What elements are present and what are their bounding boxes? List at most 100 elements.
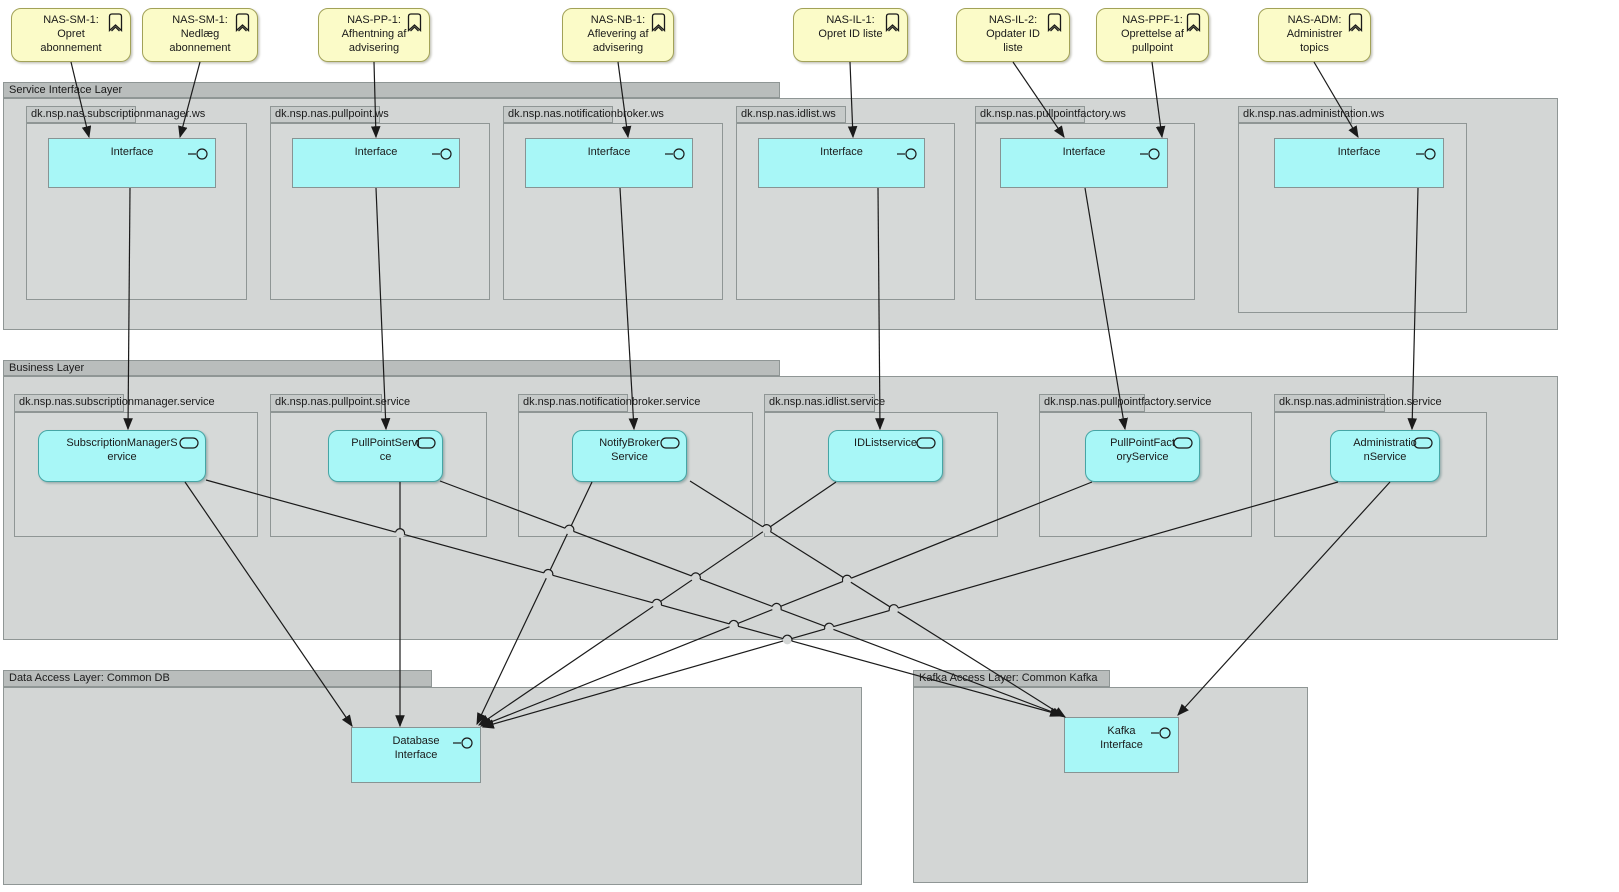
provided-interface-icon [1416,148,1436,160]
node-label-line: PullPointFact [1110,437,1175,449]
node-label-line: SubscriptionManagerS [66,437,178,449]
node-label-line: Service [611,451,648,463]
node-label-line: ce [379,451,392,463]
node-label-line: IDListservice [854,437,917,449]
provided-interface-icon [1140,148,1160,160]
interface-pullpointfactory-ws: Interface [1000,138,1168,188]
node-label-line: advisering [592,42,644,54]
service-icon [416,437,436,449]
kafka-access-layer-title-bar: Kafka Access Layer: Common Kafka [913,670,1110,687]
node-label-line: advisering [348,42,400,54]
pkg-administration-service-tab [1274,394,1385,412]
node-label-line: abonnement [40,42,102,54]
usecase-nas-ppf-1: NAS-PPF-1: Oprettelse af pullpoint [1096,8,1209,62]
service-idlist: IDListservice [828,430,943,482]
node-label-line: NAS-PPF-1: [1122,14,1183,26]
node-label-line: Administrer [1286,28,1343,40]
node-label-line: Opret [57,28,85,40]
bookmark-icon [885,13,900,32]
service-interface-layer-title-bar: Service Interface Layer [3,82,780,98]
pkg-idlist-service-tab [764,394,875,412]
node-label-line: oryService [1116,451,1169,463]
interface-pullpoint-ws: Interface [292,138,460,188]
provided-interface-icon [1151,727,1171,739]
service-administration: Administratio nService [1330,430,1440,482]
node-label-line: Interface [1337,146,1381,158]
interface-idlist-ws: Interface [758,138,925,188]
node-label-line: NAS-ADM: [1287,14,1342,26]
pkg-administration-ws-label: dk.nsp.nas.administration.ws [1243,108,1385,120]
pkg-subscriptionmanager-service-tab [14,394,124,412]
bookmark-icon [651,13,666,32]
node-label-line: NAS-SM-1: [43,14,99,26]
node-label-line: liste [1003,42,1023,54]
service-icon [1173,437,1193,449]
business-layer-title-bar: Business Layer [3,360,780,376]
node-label-line: abonnement [169,42,231,54]
interface-subscriptionmanager-ws: Interface [48,138,216,188]
node-label-line: Interface [354,146,398,158]
service-icon [1413,437,1433,449]
bookmark-icon [235,13,250,32]
node-label-line: Administratio [1353,437,1417,449]
service-icon [179,437,199,449]
provided-interface-icon [453,737,473,749]
node-label-line: nService [1363,451,1407,463]
node-label-line: Aflevering af [587,28,649,40]
node-label-line: Nedlæg [180,28,220,40]
node-label-line: Interface [820,146,863,158]
data-access-layer-body [3,687,862,885]
pkg-idlist-service-label: dk.nsp.nas.idlist.service [769,396,886,408]
pkg-notificationbroker-ws-tab [503,106,613,123]
usecase-nas-il-2: NAS-IL-2: Opdater ID liste [956,8,1070,62]
usecase-nas-adm: NAS-ADM: Administrer topics [1258,8,1371,62]
pkg-notificationbroker-service-label: dk.nsp.nas.notificationbroker.service [523,396,701,408]
node-label-line: Interface [394,749,438,761]
service-icon [660,437,680,449]
service-pullpoint: PullPointServi ce [328,430,443,482]
node-label-line: NAS-IL-2: [988,14,1038,26]
service-pullpointfactory: PullPointFact oryService [1085,430,1200,482]
pkg-subscriptionmanager-service-label: dk.nsp.nas.subscriptionmanager.service [19,396,215,408]
node-label-line: NAS-NB-1: [590,14,646,26]
bookmark-icon [1186,13,1201,32]
pkg-pullpoint-ws-tab [270,106,380,123]
usecase-nas-nb-1: NAS-NB-1: Aflevering af advisering [562,8,674,62]
node-label-line: Interface [1100,739,1143,751]
pkg-idlist-ws-label: dk.nsp.nas.idlist.ws [741,108,836,120]
node-label-line: NAS-IL-1: [826,14,875,26]
usecase-nas-pp-1: NAS-PP-1: Afhentning af advisering [318,8,430,62]
service-icon [916,437,936,449]
interface-administration-ws: Interface [1274,138,1444,188]
node-label-line: Interface [587,146,631,158]
usecase-nas-sm-1-nedlaeg: NAS-SM-1: Nedlæg abonnement [142,8,258,62]
node-label-line: Database [392,735,440,747]
node-label-line: Oprettelse af [1121,28,1184,40]
node-label-line: Afhentning af [341,28,407,40]
node-label-line: topics [1300,42,1329,54]
usecase-nas-sm-1-opret: NAS-SM-1: Opret abonnement [11,8,131,62]
usecase-nas-il-1: NAS-IL-1: Opret ID liste [793,8,908,62]
node-label-line: Kafka [1107,725,1136,737]
provided-interface-icon [188,148,208,160]
node-label-line: pullpoint [1132,42,1173,54]
pkg-administration-service-label: dk.nsp.nas.administration.service [1279,396,1442,408]
provided-interface-icon [897,148,917,160]
provided-interface-icon [432,148,452,160]
node-label-line: PullPointServi [351,437,420,449]
node-label-line: Opdater ID [986,28,1040,40]
pkg-idlist-ws-tab [736,106,846,123]
node-label-line: Opret ID liste [818,28,883,40]
node-label-line: Interface [110,146,154,158]
provided-interface-icon [665,148,685,160]
node-label-line: NotifyBroker [599,437,660,449]
pkg-pullpoint-ws-label: dk.nsp.nas.pullpoint.ws [275,108,389,120]
node-label-line: Interface [1062,146,1106,158]
bookmark-icon [407,13,422,32]
node-label-line: NAS-SM-1: [172,14,228,26]
node-label-line: NAS-PP-1: [347,14,401,26]
